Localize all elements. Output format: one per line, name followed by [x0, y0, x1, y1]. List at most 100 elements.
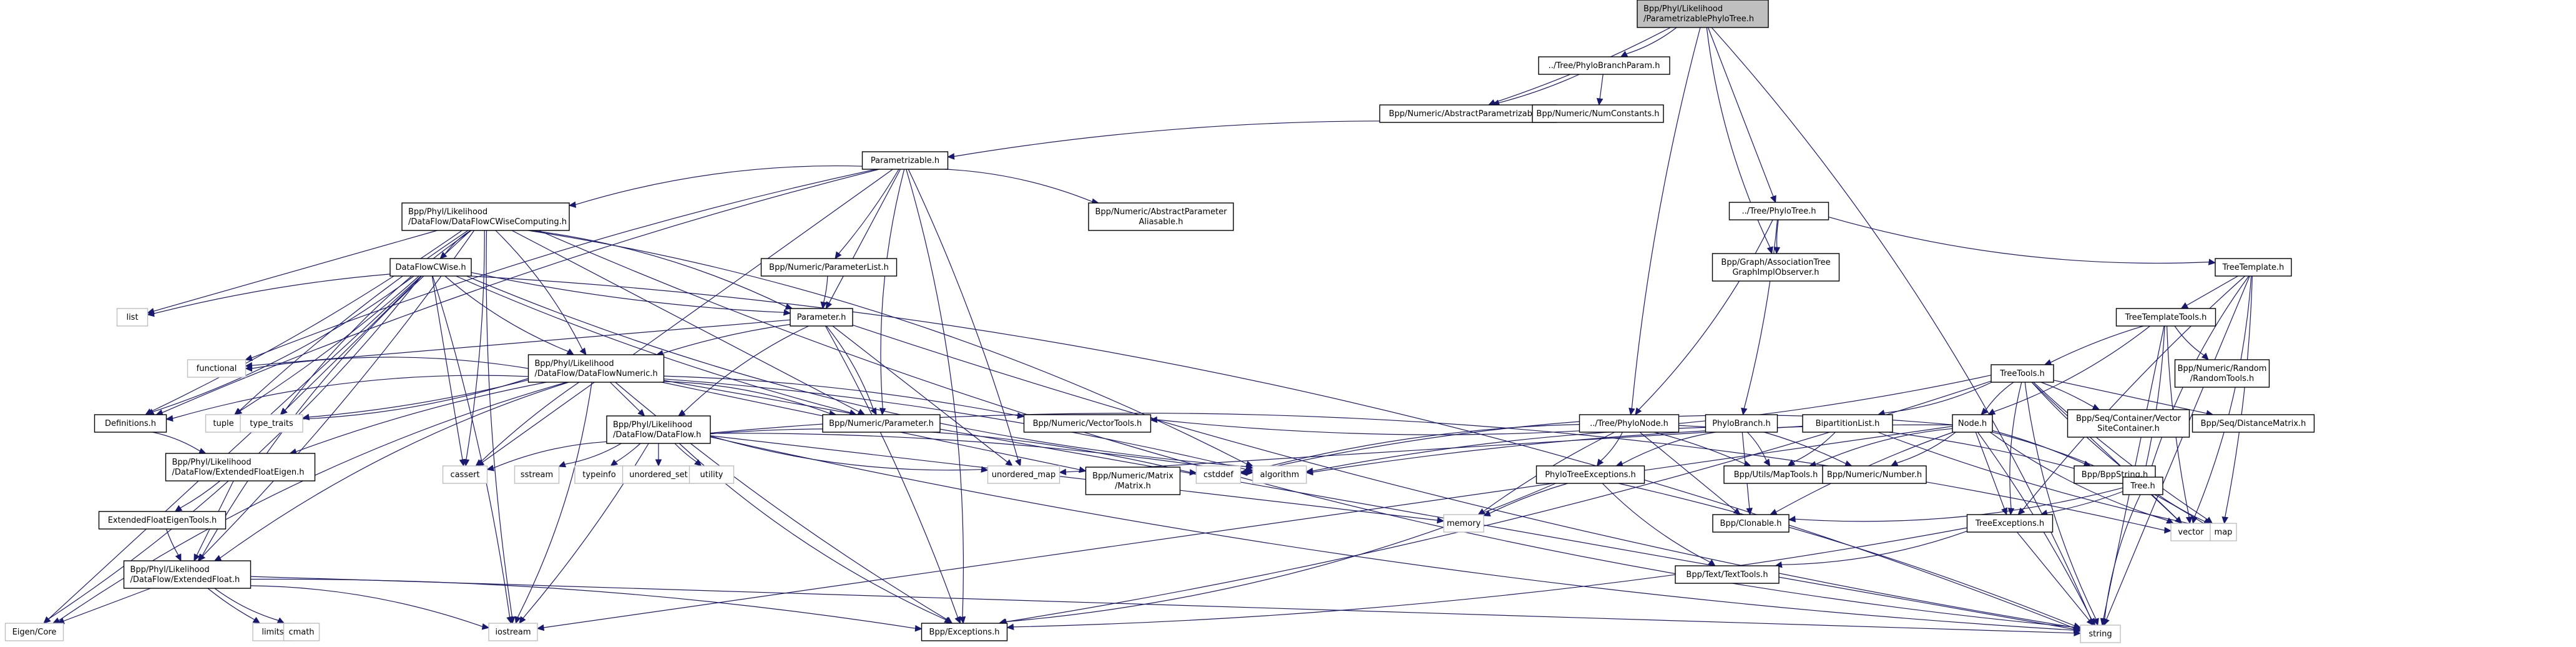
edge-dfcwise-to-string	[470, 275, 2075, 629]
node-label: list	[126, 313, 138, 322]
edge-dfnum-to-dataflow	[609, 382, 640, 412]
node-label: Bpp/Exceptions.h	[929, 628, 1000, 637]
node-box	[2067, 409, 2190, 438]
node-umap: unordered_map	[987, 465, 1060, 484]
edge-parameter-to-dataflow	[683, 325, 809, 413]
node-parameter[interactable]: Parameter.h	[790, 308, 853, 327]
node-phylotree[interactable]: ../Tree/PhyloTree.h	[1728, 202, 1829, 220]
node-cstddef: cstddef	[1195, 465, 1241, 484]
edge-ttt-to-tree	[2144, 325, 2165, 472]
edge-bipartition-to-maptools	[1793, 432, 1836, 463]
node-label: Bpp/Numeric/AbstractParametrizable.h	[1389, 109, 1547, 119]
node-box	[760, 258, 898, 277]
node-box	[1195, 465, 1241, 484]
node-label: type_traits	[250, 419, 293, 428]
node-tree[interactable]: Tree.h	[2122, 477, 2163, 495]
node-treetemplate[interactable]: TreeTemplate.h	[2215, 258, 2292, 277]
node-label: Bpp/Utils/MapTools.h	[1734, 470, 1818, 480]
arrowhead-icon	[2073, 622, 2082, 629]
edge-phylotree-to-assoc	[1776, 219, 1779, 248]
edge-absparam-to-parametrizable	[954, 121, 1380, 157]
node-box	[606, 415, 711, 444]
node-node[interactable]: Node.h	[1952, 414, 1993, 433]
arrowhead-icon	[1240, 469, 1248, 477]
node-distmat[interactable]: Bpp/Seq/DistanceMatrix.h	[2192, 414, 2315, 433]
node-vectortools[interactable]: Bpp/Numeric/VectorTools.h	[1023, 414, 1152, 433]
edge-treetemplate-to-ttt	[2186, 275, 2238, 306]
node-parametrizable[interactable]: Parametrizable.h	[861, 151, 949, 170]
arrowhead-icon	[857, 408, 866, 415]
edge-dfcwise-to-numparam	[456, 275, 851, 413]
node-extfloat[interactable]: Bpp/Phyl/Likelihood/DataFlow/ExtendedFlo…	[123, 560, 252, 589]
arrowhead-icon	[1189, 469, 1197, 476]
node-exceptions[interactable]: Bpp/Exceptions.h	[921, 623, 1008, 641]
node-memory: memory	[1443, 514, 1484, 533]
node-maptools[interactable]: Bpp/Utils/MapTools.h	[1723, 465, 1828, 484]
edge-dfcwise-to-extfloat	[202, 275, 424, 556]
node-box	[1023, 414, 1152, 433]
node-label: ../Tree/PhyloTree.h	[1742, 207, 1816, 216]
node-algorithm: algorithm	[1252, 465, 1307, 484]
node-label: /DataFlow/DataFlowCWiseComputing.h	[408, 217, 567, 227]
node-assoc[interactable]: Bpp/Graph/AssociationTreeGraphImplObserv…	[1712, 253, 1840, 282]
arrowhead-icon	[1733, 508, 1741, 515]
node-clonable[interactable]: Bpp/Clonable.h	[1712, 514, 1790, 533]
node-dfcwise[interactable]: DataFlowCWise.h	[389, 258, 472, 277]
edge-dataflow-to-utility	[674, 443, 697, 462]
node-cmath: cmath	[283, 623, 320, 641]
node-phylotreeexc[interactable]: PhyloTreeExceptions.h	[1535, 465, 1645, 484]
node-texttools[interactable]: Bpp/Text/TextTools.h	[1675, 565, 1780, 584]
node-numparam[interactable]: Bpp/Numeric/Parameter.h	[822, 414, 941, 433]
node-efeigentools[interactable]: ExtendedFloatEigenTools.h	[98, 511, 227, 530]
node-numconst[interactable]: Bpp/Numeric/NumConstants.h	[1532, 104, 1664, 123]
node-dfnum[interactable]: Bpp/Phyl/Likelihood/DataFlow/DataFlowNum…	[527, 354, 665, 383]
node-box	[1379, 104, 1557, 123]
node-bipartition[interactable]: BipartitionList.h	[1802, 414, 1893, 433]
node-box	[1532, 104, 1664, 123]
edge-tree-to-treeexc	[2047, 491, 2123, 513]
arrowhead-icon	[835, 251, 842, 259]
edge-dfcwc-to-typetraits	[285, 230, 472, 411]
node-box	[1705, 414, 1778, 433]
node-ttt[interactable]: TreeTemplateTools.h	[2115, 308, 2216, 327]
edge-parametrizable-to-apalias	[944, 169, 1093, 202]
node-pbp[interactable]: ../Tree/PhyloBranchParam.h	[1538, 56, 1670, 75]
node-utility: utility	[688, 465, 735, 484]
node-absparam[interactable]: Bpp/Numeric/AbstractParametrizable.h	[1379, 104, 1557, 123]
arrowhead-icon	[481, 623, 490, 630]
edge-dfnum-to-extfloat	[220, 382, 569, 558]
edge-dfcwc-to-definitions	[150, 230, 463, 412]
arrowhead-icon	[2101, 618, 2108, 626]
edge-phylotreeexc-to-memory	[1489, 483, 1568, 514]
node-random[interactable]: Bpp/Numeric/Random/RandomTools.h	[2174, 359, 2270, 388]
node-label: TreeTools.h	[1999, 369, 2044, 378]
node-treeexc[interactable]: TreeExceptions.h	[1966, 514, 2054, 533]
node-efeigen[interactable]: Bpp/Phyl/Likelihood/DataFlow/ExtendedFlo…	[165, 453, 316, 482]
node-box	[2192, 414, 2315, 433]
node-paramlist[interactable]: Bpp/Numeric/ParameterList.h	[760, 258, 898, 277]
arrowhead-icon	[637, 408, 645, 417]
node-label: map	[2215, 528, 2233, 537]
edge-treetools-to-map	[2033, 382, 2208, 520]
node-phylobranch[interactable]: PhyloBranch.h	[1705, 414, 1778, 433]
node-dataflow[interactable]: Bpp/Phyl/Likelihood/DataFlow/DataFlow.h	[606, 415, 711, 444]
node-box	[442, 465, 488, 484]
node-treetools[interactable]: TreeTools.h	[1991, 364, 2054, 383]
node-label: Bpp/Numeric/ParameterList.h	[769, 263, 889, 272]
arrowhead-icon	[213, 555, 222, 561]
node-number[interactable]: Bpp/Numeric/Number.h	[1822, 465, 1927, 484]
node-box	[1538, 56, 1670, 75]
node-matrix[interactable]: Bpp/Numeric/Matrix/Matrix.h	[1085, 467, 1181, 495]
arrowhead-icon	[1708, 559, 1716, 566]
node-box	[1675, 565, 1780, 584]
edge-bipartition-to-map	[1878, 432, 2205, 527]
node-label: string	[2089, 630, 2112, 639]
arrowhead-icon	[459, 458, 466, 467]
node-box	[921, 623, 1008, 641]
arrowhead-icon	[475, 459, 483, 467]
node-definitions[interactable]: Definitions.h	[94, 414, 167, 433]
node-phylonode[interactable]: ../Tree/PhyloNode.h	[1579, 414, 1680, 433]
node-dfcwc[interactable]: Bpp/Phyl/Likelihood/DataFlow/DataFlowCWi…	[401, 202, 570, 231]
